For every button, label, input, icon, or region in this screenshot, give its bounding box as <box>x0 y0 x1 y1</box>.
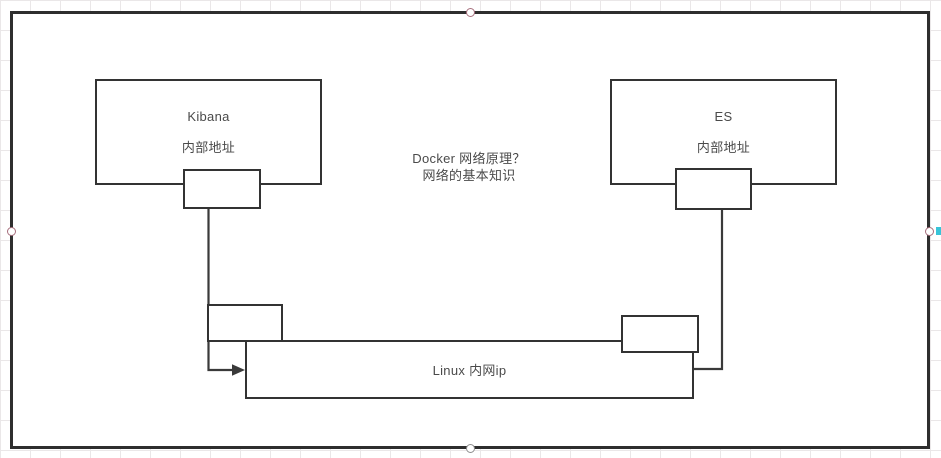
linux-node[interactable]: Linux 内网ip <box>245 340 694 399</box>
kibana-title: Kibana <box>187 108 230 124</box>
resize-handle-left[interactable] <box>6 226 16 236</box>
annotation-line1: Docker 网络原理？ <box>412 151 526 166</box>
kibana-subtitle: 内部地址 <box>181 139 236 155</box>
resize-handle-bottom[interactable] <box>465 444 475 453</box>
annotation-line2: 网络的基本知识 <box>422 168 516 183</box>
arrowhead-icon <box>232 364 245 376</box>
kibana-port-node[interactable] <box>183 169 261 209</box>
annotation-text[interactable]: Docker 网络原理？ 网络的基本知识 <box>358 150 580 184</box>
connector-junction-to-linux[interactable] <box>207 340 235 372</box>
es-node[interactable]: ES 内部地址 <box>610 79 837 185</box>
right-junction-node[interactable] <box>621 315 699 353</box>
left-junction-node[interactable] <box>207 304 283 342</box>
es-title: ES <box>714 108 733 124</box>
resize-handle-right[interactable] <box>924 226 934 236</box>
es-port-node[interactable] <box>675 168 752 210</box>
accent-mark <box>936 227 941 235</box>
resize-handle-top[interactable] <box>465 8 475 17</box>
connector-es-to-linux[interactable] <box>692 208 724 371</box>
es-subtitle: 内部地址 <box>696 139 751 155</box>
linux-label: Linux 内网ip <box>432 363 507 378</box>
